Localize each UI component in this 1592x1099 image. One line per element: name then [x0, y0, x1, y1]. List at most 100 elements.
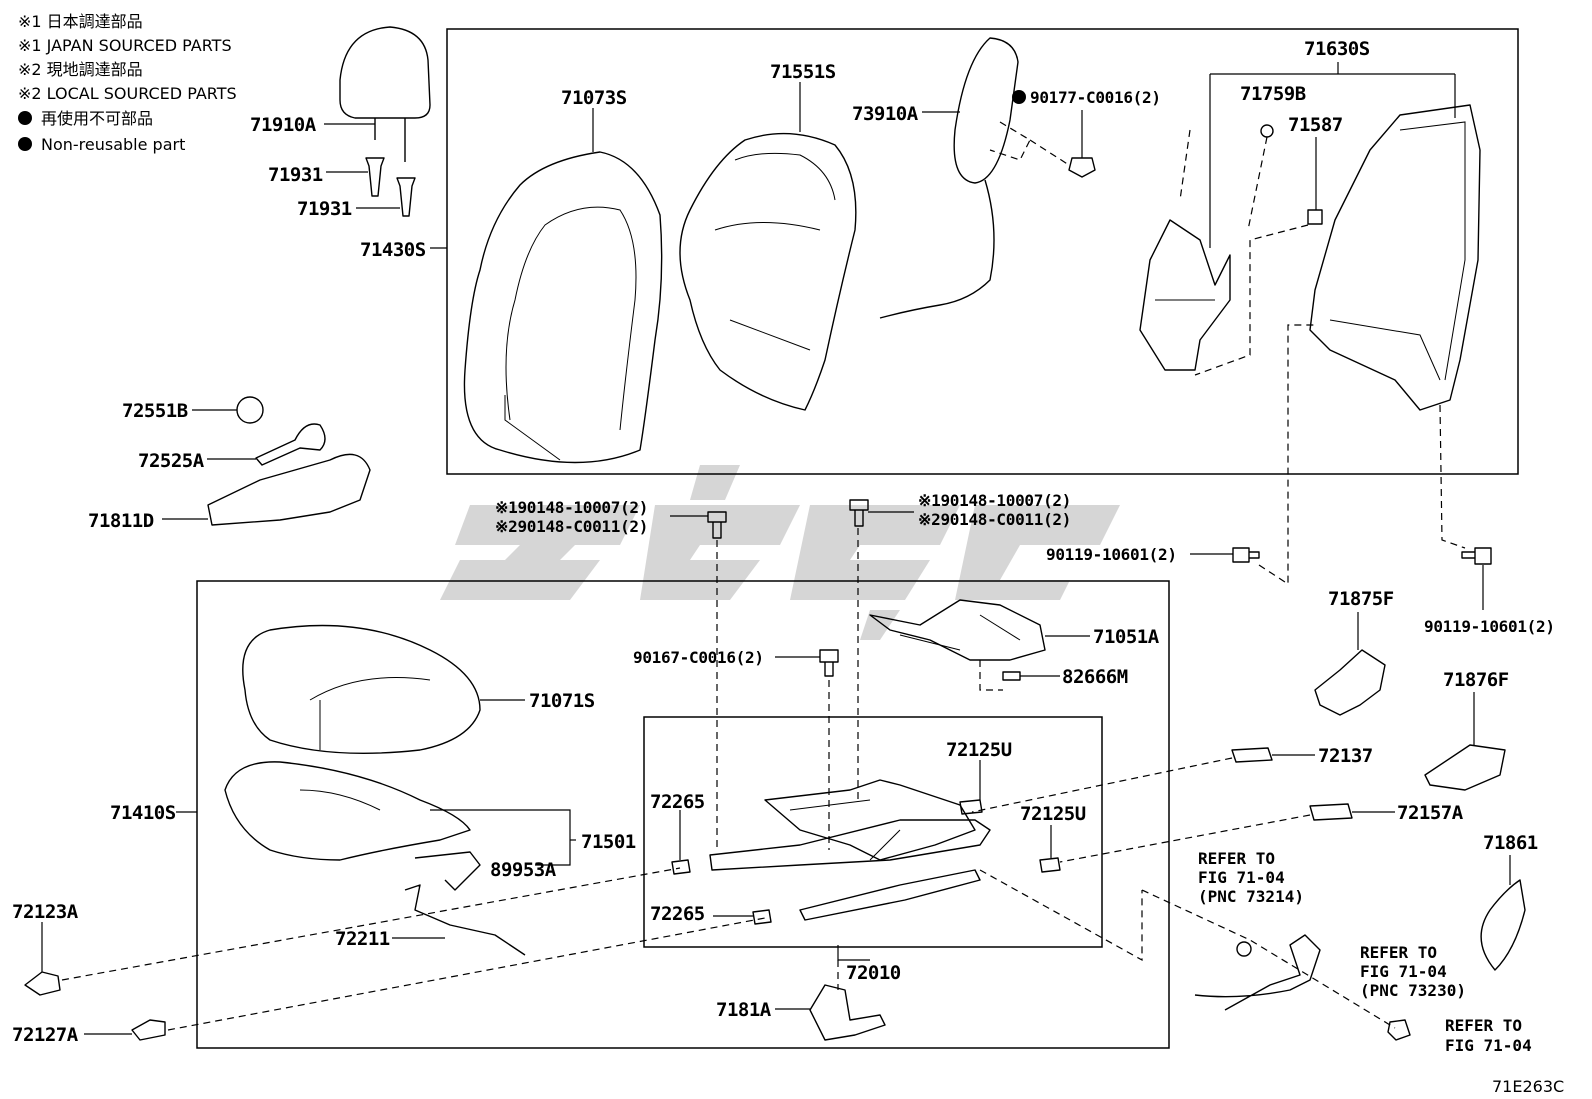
part-label: 71759B — [1240, 83, 1306, 105]
reference-note: REFER TO — [1445, 1016, 1522, 1035]
part-label: 72211 — [335, 928, 390, 950]
reference-note: FIG 71-04 — [1198, 868, 1285, 887]
legend-line: ※2 LOCAL SOURCED PARTS — [18, 84, 237, 103]
part-label: 71861 — [1483, 832, 1538, 854]
part-label: 71501 — [581, 831, 636, 853]
part-label: 71910A — [250, 114, 317, 136]
side-shield-part[interactable] — [207, 453, 371, 526]
part-label: 71587 — [1288, 114, 1343, 136]
seatback-cover-part[interactable] — [463, 151, 663, 464]
part-label: 71876F — [1443, 669, 1509, 691]
bracket-part[interactable] — [809, 984, 886, 1041]
adjuster-group-box — [643, 716, 1103, 948]
part-label: 72525A — [138, 450, 205, 472]
bolt-part[interactable] — [849, 499, 869, 527]
cover-part[interactable] — [1309, 803, 1353, 821]
nut-part[interactable] — [1068, 157, 1096, 178]
part-label: 72125U — [1020, 803, 1086, 825]
bullet-icon — [18, 111, 32, 125]
reference-note: REFER TO — [1198, 849, 1275, 868]
cover-part[interactable] — [24, 971, 61, 996]
part-label: 72137 — [1318, 745, 1373, 767]
clip-part[interactable] — [752, 909, 772, 925]
occupant-sensor-part[interactable] — [414, 851, 481, 891]
figure-id: 71E263C — [1492, 1077, 1564, 1096]
part-label: 71551S — [770, 61, 836, 83]
bullet-icon — [18, 137, 32, 151]
bolt-part[interactable] — [1461, 547, 1492, 565]
seat-belt-buckle-part[interactable] — [1194, 934, 1321, 1011]
legend-line: Non-reusable part — [41, 135, 185, 154]
part-label: 90167-C0016(2) — [633, 648, 764, 667]
nut-part[interactable] — [1387, 1019, 1411, 1041]
bolt-part[interactable] — [819, 649, 839, 677]
clip-part[interactable] — [959, 799, 983, 815]
part-label: 71811D — [88, 510, 154, 532]
seatback-pad-part[interactable] — [679, 132, 857, 411]
headrest-part[interactable] — [339, 26, 431, 162]
legend-line: ※2 現地調達部品 — [18, 60, 143, 79]
part-label: 7181A — [716, 999, 772, 1021]
legend-line: ※1 日本調達部品 — [18, 12, 143, 31]
part-label: ※290148-C0011(2) — [495, 517, 648, 536]
part-label: 73910A — [852, 103, 919, 125]
part-label: ※190148-10007(2) — [918, 491, 1071, 510]
seat-adjuster-part[interactable] — [709, 779, 991, 921]
grommet-part[interactable] — [1236, 941, 1252, 957]
legend: ※1 日本調達部品 ※1 JAPAN SOURCED PARTS ※2 現地調達… — [18, 12, 237, 154]
legend-line: 再使用不可部品 — [41, 109, 153, 128]
recliner-lever-part[interactable] — [255, 423, 326, 466]
part-label: 72125U — [946, 739, 1012, 761]
cover-part[interactable] — [1314, 649, 1386, 716]
cover-part[interactable] — [131, 1019, 166, 1041]
headrest-guide-part[interactable] — [365, 157, 416, 217]
part-label: 71630S — [1304, 38, 1370, 60]
part-label: 71410S — [110, 802, 176, 824]
part-label: 72265 — [650, 903, 705, 925]
side-airbag-part[interactable] — [879, 37, 1019, 319]
part-label: 71071S — [529, 690, 595, 712]
part-label: 72551B — [122, 400, 188, 422]
reference-note: FIG 71-04 — [1360, 962, 1447, 981]
wire-part[interactable] — [404, 884, 526, 956]
bolt-part[interactable] — [707, 511, 727, 539]
part-label: 90177-C0016(2) — [1030, 88, 1161, 107]
part-label: 71051A — [1093, 626, 1160, 648]
bolt-part[interactable] — [1232, 547, 1260, 563]
part-label: 71430S — [360, 239, 426, 261]
cushion-group-box — [196, 580, 1170, 1049]
seatback-group-box — [446, 28, 1519, 475]
cover-part[interactable] — [1424, 744, 1506, 791]
part-label: 71931 — [268, 164, 323, 186]
part-label: 90119-10601(2) — [1424, 617, 1555, 636]
reference-note: REFER TO — [1360, 943, 1437, 962]
part-label: 72157A — [1397, 802, 1464, 824]
part-label: 90119-10601(2) — [1046, 545, 1177, 564]
part-label: ※290148-C0011(2) — [918, 510, 1071, 529]
part-label: 71073S — [561, 87, 627, 109]
reference-note: (PNC 73214) — [1198, 887, 1304, 906]
part-label: 82666M — [1062, 666, 1128, 688]
legend-line: ※1 JAPAN SOURCED PARTS — [18, 36, 232, 55]
part-label: 72123A — [12, 901, 79, 923]
reference-note: FIG 71-04 — [1445, 1036, 1532, 1055]
clip-part[interactable] — [1039, 857, 1061, 873]
reference-note: (PNC 73230) — [1360, 981, 1466, 1000]
cover-part[interactable] — [1231, 747, 1273, 763]
seat-lifter-part[interactable] — [869, 599, 1046, 681]
part-label: ※190148-10007(2) — [495, 498, 648, 517]
seatback-frame-part[interactable] — [1309, 104, 1481, 411]
part-label: 89953A — [490, 859, 557, 881]
part-label: 72010 — [846, 962, 901, 984]
lumbar-support-part[interactable] — [1139, 124, 1323, 371]
part-label: 72127A — [12, 1024, 79, 1046]
part-label: 72265 — [650, 791, 705, 813]
clip-part[interactable] — [671, 859, 691, 875]
knob-part[interactable] — [236, 396, 264, 424]
cushion-cover-part[interactable] — [242, 624, 481, 755]
non-reusable-bullet-icon — [1012, 90, 1026, 104]
part-label: 71931 — [297, 198, 352, 220]
cushion-pad-part[interactable] — [224, 761, 471, 861]
cover-part[interactable] — [1480, 879, 1526, 971]
